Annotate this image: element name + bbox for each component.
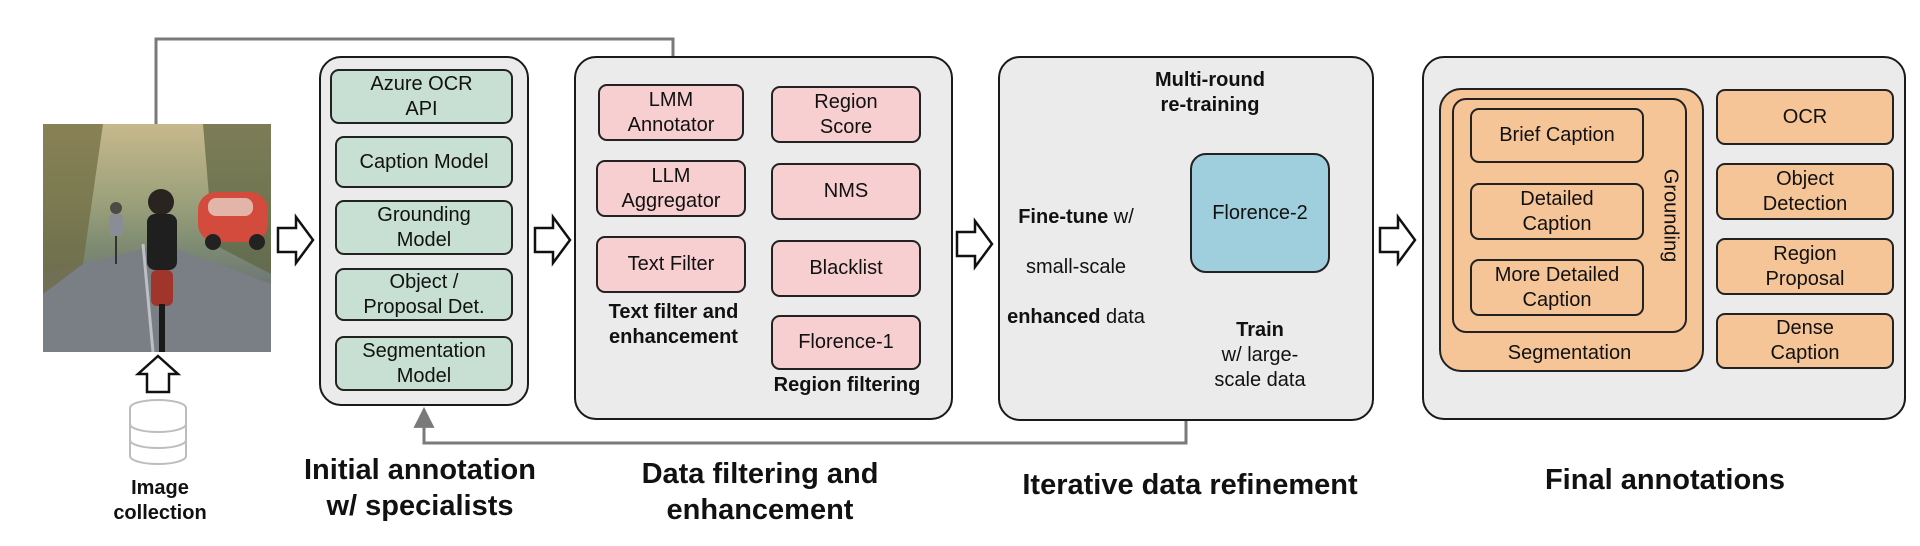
filter-lmm-annotator: LMM Annotator: [598, 84, 744, 141]
upload-arrow: [134, 354, 182, 394]
street-scene-illustration: [43, 124, 271, 352]
finetune-small-scale: small-scale: [1025, 256, 1127, 278]
stage-arrow-1: [276, 213, 315, 267]
region-nms: NMS: [771, 163, 921, 220]
specialist-azure-ocr: Azure OCR API: [330, 69, 513, 124]
specialist-caption-model: Caption Model: [335, 136, 513, 188]
grounding-group: [1452, 98, 1687, 333]
region-florence-1: Florence-1: [771, 315, 921, 370]
train-label: Train: [1236, 319, 1284, 341]
region-score: Region Score: [771, 86, 921, 143]
final-more-detailed-caption: More Detailed Caption: [1470, 259, 1644, 316]
grounding-label: Grounding: [1659, 168, 1682, 263]
florence-2-model: Florence-2: [1190, 153, 1330, 273]
final-region-proposal: Region Proposal: [1716, 238, 1894, 295]
specialist-object-proposal: Object / Proposal Det.: [335, 268, 513, 321]
finetune-bold: Fine-tune: [1018, 206, 1109, 228]
filter-llm-aggregator: LLM Aggregator: [596, 160, 746, 217]
refinement-title: Iterative data refinement: [1022, 469, 1358, 501]
final-dense-caption: Dense Caption: [1716, 313, 1894, 369]
filter-text-filter: Text Filter: [596, 236, 746, 293]
stage-arrow-2: [533, 213, 572, 267]
final-object-detection: Object Detection: [1716, 163, 1894, 220]
multi-round-label: Multi-round re-training: [1155, 69, 1265, 116]
specialists-title: Initial annotation w/ specialists: [304, 454, 536, 522]
final-title: Final annotations: [1544, 464, 1786, 496]
filtering-title: Data filtering and enhancement: [641, 458, 879, 526]
sample-image: [43, 124, 271, 352]
final-detailed-caption: Detailed Caption: [1470, 183, 1644, 240]
segmentation-label: Segmentation: [1507, 342, 1632, 364]
region-blacklist: Blacklist: [771, 240, 921, 297]
finetune-w: w/: [1108, 206, 1134, 228]
stage-arrow-4: [1378, 213, 1417, 267]
finetune-enhanced: enhanced: [1007, 306, 1101, 328]
text-filter-caption: Text filter and enhancement: [608, 301, 739, 348]
specialist-grounding-model: Grounding Model: [335, 200, 513, 255]
specialist-segmentation-model: Segmentation Model: [335, 336, 513, 391]
train-sub-label: w/ large- scale data: [1214, 344, 1306, 391]
database-icon: [129, 399, 187, 465]
stage-arrow-3: [955, 217, 994, 271]
refinement-to-specialists-connector: [413, 406, 1188, 445]
region-filtering-caption: Region filtering: [773, 374, 921, 396]
finetune-label: Fine-tune w/ small-scale enhanced data: [995, 180, 1157, 330]
final-brief-caption: Brief Caption: [1470, 108, 1644, 163]
image-collection-label: Image collection: [113, 477, 207, 524]
final-ocr: OCR: [1716, 89, 1894, 145]
finetune-data: data: [1100, 306, 1145, 328]
